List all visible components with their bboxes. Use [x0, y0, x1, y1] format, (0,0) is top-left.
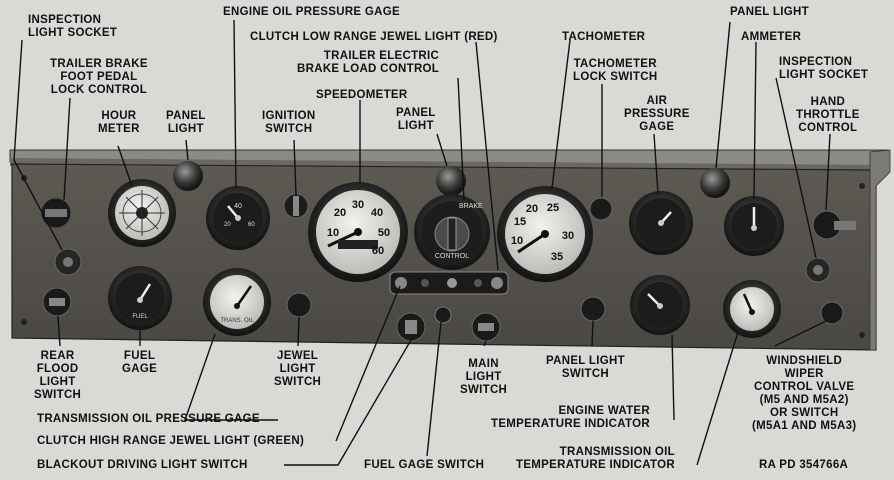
- tach-20: 20: [526, 203, 538, 215]
- trailer-brake-load-control: BRAKE CONTROL: [414, 194, 490, 270]
- engine-oil-pressure-gage: 40 20 60: [206, 186, 270, 250]
- rear-flood-light-switch: [42, 287, 72, 317]
- trans-oil-dial-label: TRANS. OIL: [220, 318, 254, 324]
- tach-35: 35: [551, 251, 563, 263]
- tach-25: 25: [547, 202, 559, 214]
- ammeter-gauge: [724, 196, 784, 256]
- label-clutch-low-range: CLUTCH LOW RANGE JEWEL LIGHT (RED): [250, 31, 498, 43]
- speedo-50: 50: [378, 227, 390, 239]
- tachometer-numerals: 10 15 20 25 30 35: [511, 202, 574, 263]
- speedo-30: 30: [352, 199, 364, 211]
- air-pressure-gage: [629, 191, 693, 255]
- brake-dial-label: BRAKE: [459, 203, 483, 210]
- blackout-driving-light-switch: [396, 312, 426, 342]
- control-dial-label: CONTROL: [435, 253, 469, 260]
- jewel-light-strip: [389, 271, 509, 295]
- tach-15: 15: [514, 216, 526, 228]
- figure-reference-number: RA PD 354766A: [759, 459, 849, 471]
- tachometer-lock-switch: [589, 197, 613, 221]
- trailer-brake-control-knob: [40, 197, 72, 229]
- panel-screws: [21, 175, 865, 338]
- label-ammeter: AMMETER: [741, 31, 802, 43]
- transmission-oil-pressure-gage: TRANS. OIL: [203, 268, 271, 336]
- label-blackout-driving-light-switch: BLACKOUT DRIVING LIGHT SWITCH: [37, 459, 248, 471]
- hand-throttle-knob: [812, 210, 856, 240]
- label-tachometer: TACHOMETER: [562, 31, 646, 43]
- fuel-dial-label: FUEL: [132, 314, 148, 320]
- label-clutch-high-range: CLUTCH HIGH RANGE JEWEL LIGHT (GREEN): [37, 435, 305, 447]
- tach-30: 30: [562, 230, 574, 242]
- tachometer-gauge: [497, 186, 593, 282]
- main-light-switch: [471, 312, 501, 342]
- leader-lines: [13, 19, 831, 466]
- jewel-light-switch: [286, 292, 312, 318]
- ignition-switch: [283, 193, 309, 219]
- speedo-40: 40: [371, 207, 383, 219]
- speedo-20: 20: [334, 207, 346, 219]
- fuel-gage-switch: [434, 306, 452, 324]
- speedometer-gauge: [308, 182, 408, 282]
- panel-right-bracket: [869, 149, 891, 351]
- svg-text:20: 20: [224, 222, 231, 228]
- svg-text:40: 40: [234, 203, 242, 210]
- engine-water-temperature-indicator: [630, 275, 690, 335]
- label-fuel-gage-switch: FUEL GAGE SWITCH: [364, 459, 485, 471]
- speedo-10: 10: [327, 227, 339, 239]
- inspection-light-socket-right: [805, 257, 831, 283]
- label-engine-oil-pressure-gage: ENGINE OIL PRESSURE GAGE: [223, 6, 400, 18]
- hour-meter: [108, 179, 176, 247]
- panel-light-right-bulb: [700, 168, 730, 198]
- panel-light-switch: [580, 296, 606, 322]
- svg-text:60: 60: [248, 222, 255, 228]
- tach-10: 10: [511, 235, 523, 247]
- speedometer-numerals: 10 20 30 40 50 60: [327, 199, 390, 257]
- panel-light-left-bulb: [173, 161, 203, 191]
- panel-light-center-bulb: [436, 166, 466, 196]
- fuel-gage-gauge: FUEL: [108, 266, 172, 330]
- label-transmission-oil-pressure-gage: TRANSMISSION OIL PRESSURE GAGE: [37, 413, 260, 425]
- speedo-60: 60: [372, 245, 384, 257]
- label-speedometer: SPEEDOMETER: [316, 89, 408, 101]
- label-panel-light-right: PANEL LIGHT: [730, 6, 809, 18]
- inspection-light-socket-left: [54, 248, 82, 276]
- windshield-wiper-control: [820, 301, 844, 325]
- transmission-oil-temperature-indicator: [723, 280, 781, 338]
